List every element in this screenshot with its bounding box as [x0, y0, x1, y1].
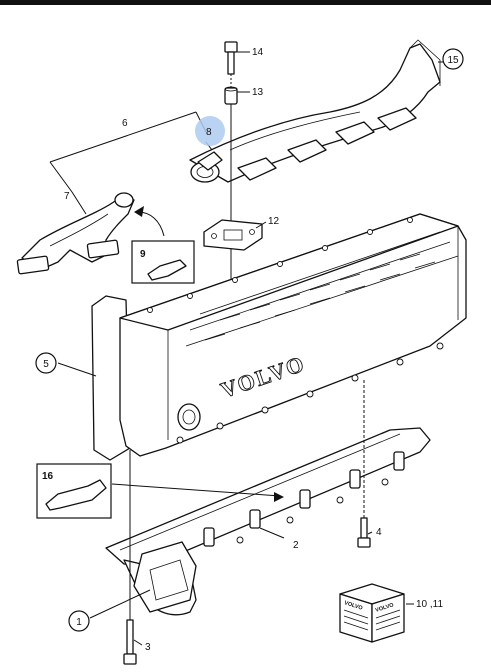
callout-7[interactable]: 7: [64, 191, 70, 202]
callout-3[interactable]: 3: [145, 642, 151, 653]
callout-12[interactable]: 12: [268, 216, 280, 227]
valve-cover[interactable]: [91, 213, 467, 461]
exhaust-manifold-rear[interactable]: [189, 39, 441, 183]
svg-text:15: 15: [447, 55, 459, 66]
box-9-sealant: [131, 240, 195, 284]
bolt-3[interactable]: [123, 450, 137, 665]
callout-6[interactable]: 6: [122, 118, 128, 129]
callout-13[interactable]: 13: [252, 87, 264, 98]
arrow-to-box-9: [134, 206, 165, 237]
bolt-14[interactable]: [224, 41, 238, 75]
callout-9[interactable]: 9: [140, 249, 146, 260]
highlight-part-8: [195, 116, 225, 146]
bolt-4[interactable]: [357, 380, 371, 548]
callout-10-11[interactable]: 10 ,11: [416, 599, 443, 610]
spacer-13[interactable]: [224, 86, 238, 105]
leader-lines: [57, 51, 444, 646]
callout-16[interactable]: 16: [42, 471, 54, 482]
callout-5[interactable]: 5: [35, 352, 57, 374]
box-brand-text-right: VOLVO: [375, 602, 395, 614]
callout-4[interactable]: 4: [376, 527, 382, 538]
callout-8[interactable]: 8: [206, 127, 212, 138]
box-16-sealant: [36, 463, 284, 519]
callout-14[interactable]: 14: [252, 47, 264, 58]
gasket-12[interactable]: [203, 219, 263, 251]
callout-2[interactable]: 2: [293, 540, 299, 551]
box-brand-text-left: VOLVO: [343, 600, 363, 612]
top-border: [0, 0, 491, 5]
callout-15[interactable]: 15: [442, 48, 464, 70]
exhaust-manifold-front[interactable]: [16, 192, 135, 275]
svg-text:1: 1: [76, 617, 82, 628]
parts-box-10-11[interactable]: [339, 583, 405, 643]
svg-text:5: 5: [43, 359, 49, 370]
callout-1[interactable]: 1: [68, 610, 90, 632]
